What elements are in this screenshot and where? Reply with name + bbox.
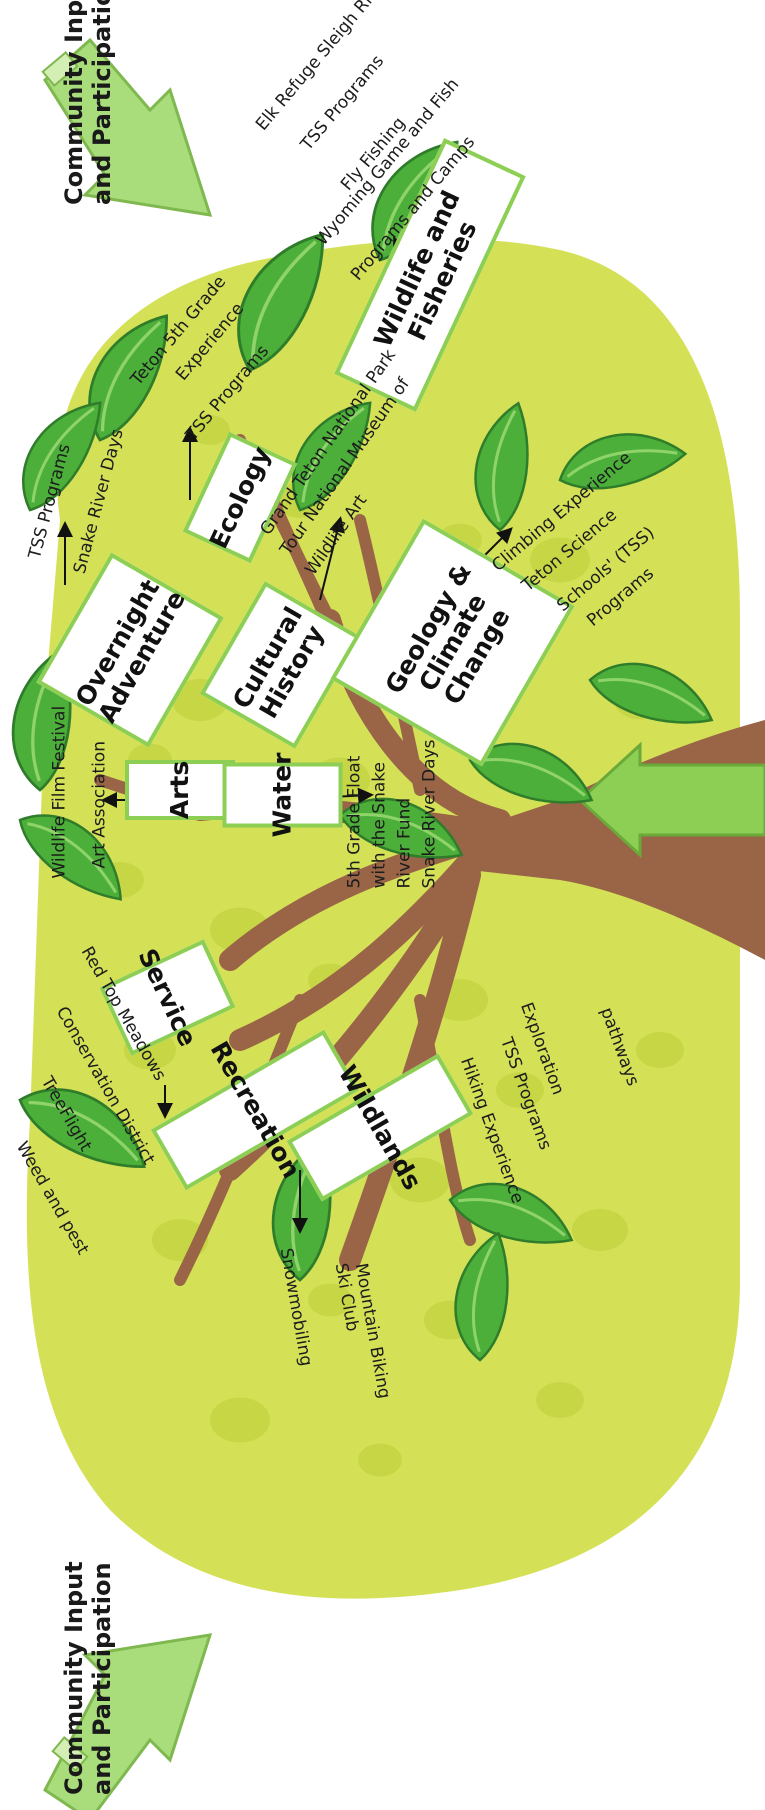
program-snake-days-2: Snake River Days [422, 740, 439, 889]
canopy-spot [636, 1032, 684, 1068]
program-float-line1: 5th Grade Float [347, 756, 364, 889]
category-water: Water [223, 763, 343, 828]
canopy-spot [536, 1382, 584, 1418]
canopy-spot [210, 1398, 270, 1443]
canopy-spot [572, 1209, 628, 1251]
community-input-title-bottom: Community Input and Participation [60, 1561, 117, 1795]
category-arts: Arts [125, 760, 235, 820]
program-float-line2: with the Snake [372, 762, 389, 888]
program-wildlife-film-festival: Wildlife Film Festival [52, 706, 69, 879]
program-art-association: Art Association [92, 741, 109, 868]
canopy-spot [358, 1444, 402, 1477]
program-float-line3: River Fund [397, 798, 414, 889]
community-input-title-top: Community Input and Participation [60, 0, 117, 205]
